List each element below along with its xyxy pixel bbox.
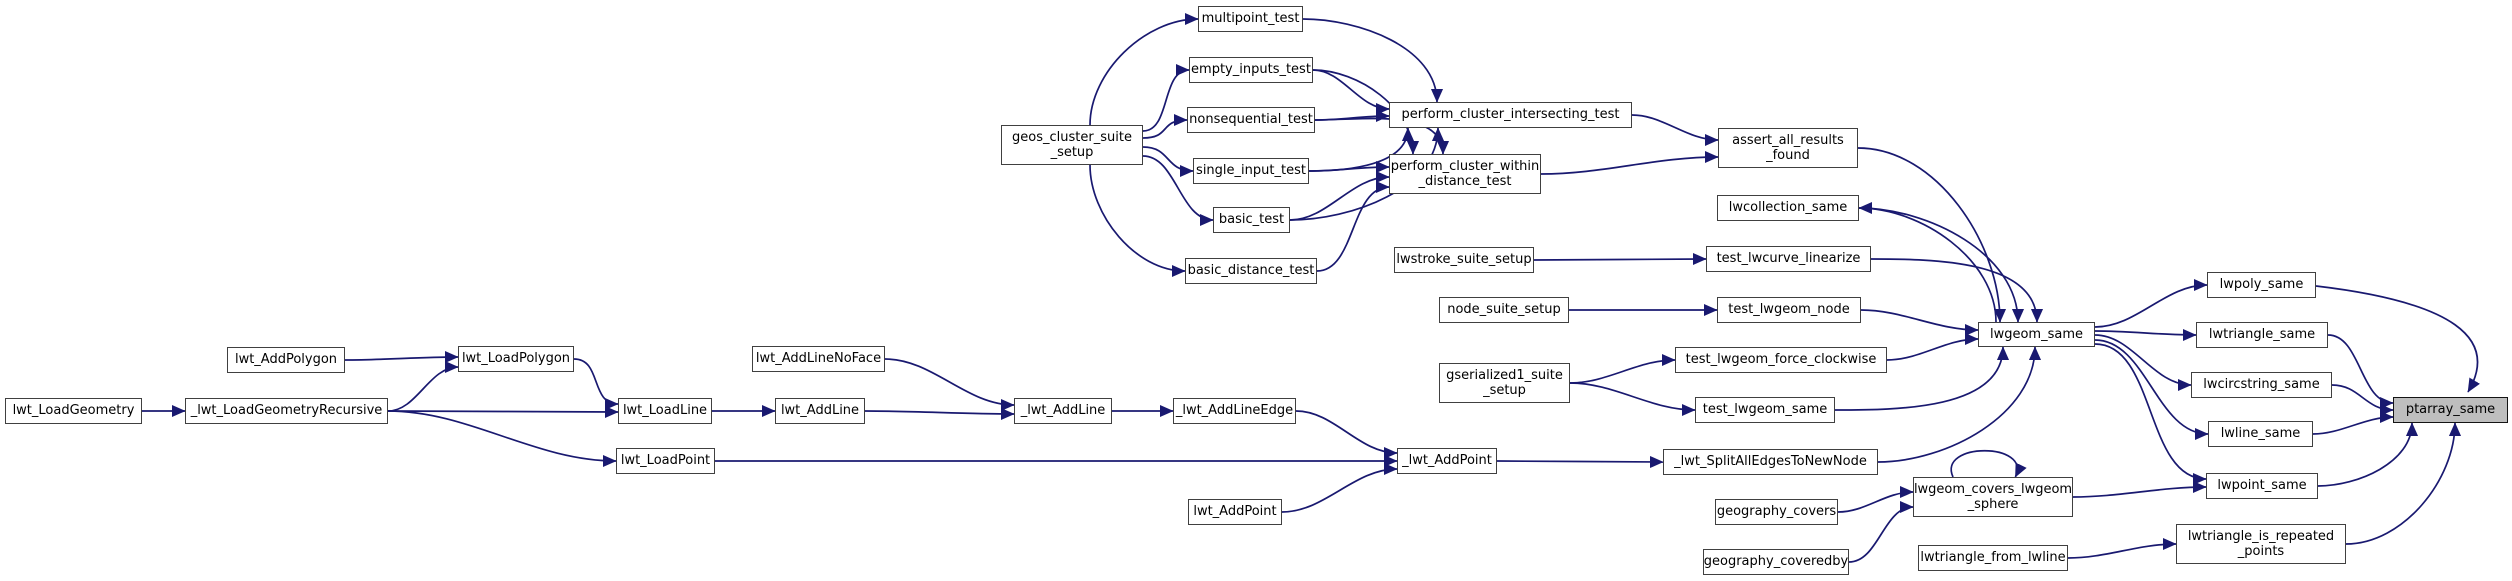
- edge-geography_covers-to-lwgeom_covers_lwgeom_sphere: [1837, 485, 1914, 513]
- graph-node-internal-lwt-loadgeometryrecursive[interactable]: _lwt_LoadGeometryRecursive: [185, 398, 388, 424]
- graph-node-lwcollection-same[interactable]: lwcollection_same: [1717, 195, 1859, 221]
- edge-geos_cluster_suite_setup-to-multipoint_test: [1089, 12, 1199, 126]
- graph-node-lwtriangle-same[interactable]: lwtriangle_same: [2196, 322, 2328, 348]
- edge-test_lwgeom_node-to-lwgeom_same: [1860, 309, 1979, 337]
- graph-node-test-lwgeom-same[interactable]: test_lwgeom_same: [1695, 397, 1835, 423]
- edge-lwpoly_same-to-ptarray_same: [2315, 285, 2480, 393]
- graph-node-empty-inputs-test[interactable]: empty_inputs_test: [1189, 57, 1313, 83]
- edge-_lwt_LoadGeometryRecursive-to-lwt_LoadPoint: [387, 410, 617, 468]
- edge-_lwt_SplitAllEdgesToNewNode-to-lwgeom_same: [1877, 346, 2042, 463]
- edge-_lwt_LoadGeometryRecursive-to-lwt_LoadPolygon: [387, 360, 459, 412]
- graph-node-gserialized1-suite-setup[interactable]: gserialized1_suite _setup: [1439, 363, 1570, 403]
- edge-lwtriangle_same-to-ptarray_same: [2327, 334, 2394, 410]
- edge-basic_distance_test-to-perform_cluster_within_distance_test: [1316, 180, 1390, 272]
- graph-node-lwpoint-same[interactable]: lwpoint_same: [2206, 473, 2318, 499]
- graph-node-single-input-test[interactable]: single_input_test: [1193, 158, 1309, 184]
- edge-single_input_test-to-perform_cluster_within_distance_test: [1308, 160, 1390, 174]
- edge-basic_test-to-perform_cluster_within_distance_test: [1289, 170, 1390, 221]
- graph-node-perform-cluster-within-distance-test[interactable]: perform_cluster_within _distance_test: [1389, 154, 1541, 194]
- edge-empty_inputs_test-to-perform_cluster_intersecting_test: [1312, 69, 1390, 116]
- edge-geos_cluster_suite_setup-to-basic_distance_test: [1089, 164, 1186, 278]
- edge-geography_coveredby-to-lwgeom_covers_lwgeom_sphere: [1848, 500, 1914, 563]
- edge-lwgeom_same-to-lwpoint_same: [2094, 343, 2207, 486]
- graph-node-lwtriangle-from-lwline[interactable]: lwtriangle_from_lwline: [1918, 545, 2068, 571]
- graph-node-lwtriangle-is-repeated-points[interactable]: lwtriangle_is_repeated _points: [2176, 524, 2346, 564]
- edge-lwt_LoadPolygon-to-lwt_LoadLine: [573, 358, 619, 411]
- edge-basic_test-to-perform_cluster_intersecting_test: [1289, 127, 1445, 221]
- edge-lwgeom_covers_lwgeom_sphere-to-lwgeom_covers_lwgeom_sphere: [1950, 449, 2027, 478]
- edge-_lwt_LoadGeometryRecursive-to-lwt_LoadLine: [387, 405, 619, 419]
- edge-lwgeom_same-to-lwtriangle_same: [2094, 328, 2197, 342]
- edge-gserialized1_suite_setup-to-test_lwgeom_same: [1569, 382, 1696, 417]
- edge-lwgeom_covers_lwgeom_sphere-to-lwpoint_same: [2072, 480, 2207, 498]
- graph-node-lwt-addline[interactable]: lwt_AddLine: [775, 398, 865, 424]
- edge-lwt_AddLineNoFace-to-_lwt_AddLine: [884, 358, 1015, 412]
- edge-lwstroke_suite_setup-to-test_lwcurve_linearize: [1533, 252, 1707, 266]
- graph-node-lwt-loadline[interactable]: lwt_LoadLine: [618, 398, 712, 424]
- graph-node-lwstroke-suite-setup[interactable]: lwstroke_suite_setup: [1394, 247, 1534, 273]
- graph-node-geography-coveredby[interactable]: geography_coveredby: [1703, 549, 1849, 575]
- graph-node-nonsequential-test[interactable]: nonsequential_test: [1187, 107, 1315, 133]
- graph-node-test-lwgeom-node[interactable]: test_lwgeom_node: [1717, 297, 1861, 323]
- edge-lwgeom_same-to-lwcircstring_same: [2094, 334, 2192, 392]
- graph-node-lwgeom-covers-lwgeom-sphere[interactable]: lwgeom_covers_lwgeom _sphere: [1913, 477, 2073, 517]
- graph-node-lwgeom-same[interactable]: lwgeom_same: [1978, 322, 2095, 347]
- edge-_lwt_AddPoint-to-_lwt_SplitAllEdgesToNewNode: [1496, 455, 1664, 469]
- edge-lwt_AddPoint-to-_lwt_AddPoint: [1281, 462, 1398, 513]
- edge-geos_cluster_suite_setup-to-basic_test: [1142, 155, 1214, 227]
- graph-node-lwt-loadpoint[interactable]: lwt_LoadPoint: [616, 448, 715, 474]
- edge-multipoint_test-to-perform_cluster_intersecting_test: [1302, 18, 1444, 103]
- graph-node-geography-covers[interactable]: geography_covers: [1715, 499, 1838, 525]
- graph-node-internal-lwt-addline[interactable]: _lwt_AddLine: [1014, 398, 1112, 424]
- edge-lwgeom_same-to-lwpoly_same: [2094, 278, 2208, 328]
- edge-geos_cluster_suite_setup-to-nonsequential_test: [1142, 113, 1188, 139]
- edge-lwline_same-to-ptarray_same: [2312, 410, 2394, 435]
- edge-lwgeom_same-to-lwcollection_same: [1858, 201, 1997, 323]
- graph-node-node-suite-setup[interactable]: node_suite_setup: [1439, 297, 1569, 323]
- graph-node-internal-lwt-splitalledgestonewnode[interactable]: _lwt_SplitAllEdgesToNewNode: [1663, 449, 1878, 475]
- graph-node-lwt-addpoint[interactable]: lwt_AddPoint: [1188, 499, 1282, 525]
- edge-assert_all_results_found-to-lwgeom_same: [1857, 147, 2007, 323]
- edge-lwcircstring_same-to-ptarray_same: [2331, 384, 2394, 417]
- graph-node-lwt-loadgeometry[interactable]: lwt_LoadGeometry: [5, 398, 142, 424]
- graph-node-assert-all-results-found[interactable]: assert_all_results _found: [1718, 128, 1858, 168]
- edge-perform_cluster_intersecting_test-to-assert_all_results_found: [1631, 114, 1719, 147]
- edge-test_lwgeom_force_clockwise-to-lwgeom_same: [1886, 332, 1979, 361]
- edge-lwt_AddLine-to-_lwt_AddLine: [864, 407, 1015, 421]
- graph-node-geos-cluster-suite-setup[interactable]: geos_cluster_suite _setup: [1001, 125, 1143, 165]
- edge-lwtriangle_is_repeated_points-to-ptarray_same: [2345, 422, 2462, 545]
- graph-node-lwt-addlinenoface[interactable]: lwt_AddLineNoFace: [752, 346, 885, 372]
- graph-node-lwcircstring-same[interactable]: lwcircstring_same: [2191, 372, 2332, 398]
- edge-test_lwgeom_same-to-lwgeom_same: [1834, 346, 2010, 411]
- graph-node-basic-distance-test[interactable]: basic_distance_test: [1185, 258, 1317, 284]
- graph-node-ptarray-same[interactable]: ptarray_same: [2393, 397, 2508, 423]
- graph-node-lwpoly-same[interactable]: lwpoly_same: [2207, 272, 2316, 298]
- graph-node-multipoint-test[interactable]: multipoint_test: [1198, 6, 1303, 32]
- graph-node-internal-lwt-addpoint[interactable]: _lwt_AddPoint: [1397, 448, 1497, 474]
- edge-lwpoint_same-to-ptarray_same: [2317, 422, 2419, 487]
- edge-lwgeom_same-to-lwline_same: [2094, 339, 2209, 441]
- graph-node-lwt-addpolygon[interactable]: lwt_AddPolygon: [227, 347, 345, 373]
- edge-perform_cluster_within_distance_test-to-assert_all_results_found: [1540, 150, 1719, 175]
- graph-node-basic-test[interactable]: basic_test: [1213, 207, 1290, 233]
- edge-lwt_AddPolygon-to-lwt_LoadPolygon: [344, 350, 459, 364]
- edge-_lwt_AddLineEdge-to-_lwt_AddPoint: [1295, 410, 1398, 460]
- edge-lwtriangle_from_lwline-to-lwtriangle_is_repeated_points: [2067, 537, 2177, 559]
- graph-node-lwline-same[interactable]: lwline_same: [2208, 421, 2313, 447]
- edge-gserialized1_suite_setup-to-test_lwgeom_force_clockwise: [1569, 353, 1676, 384]
- graph-node-internal-lwt-addlineedge[interactable]: _lwt_AddLineEdge: [1173, 398, 1296, 424]
- edge-geos_cluster_suite_setup-to-empty_inputs_test: [1142, 63, 1190, 132]
- edge-geos_cluster_suite_setup-to-single_input_test: [1142, 146, 1194, 178]
- edge-empty_inputs_test-to-perform_cluster_within_distance_test: [1312, 69, 1420, 155]
- graph-node-perform-cluster-intersecting-test[interactable]: perform_cluster_intersecting_test: [1389, 102, 1632, 128]
- graph-node-test-lwcurve-linearize[interactable]: test_lwcurve_linearize: [1706, 246, 1871, 272]
- graph-node-test-lwgeom-force-clockwise[interactable]: test_lwgeom_force_clockwise: [1675, 347, 1887, 373]
- graph-node-lwt-loadpolygon[interactable]: lwt_LoadPolygon: [458, 346, 574, 372]
